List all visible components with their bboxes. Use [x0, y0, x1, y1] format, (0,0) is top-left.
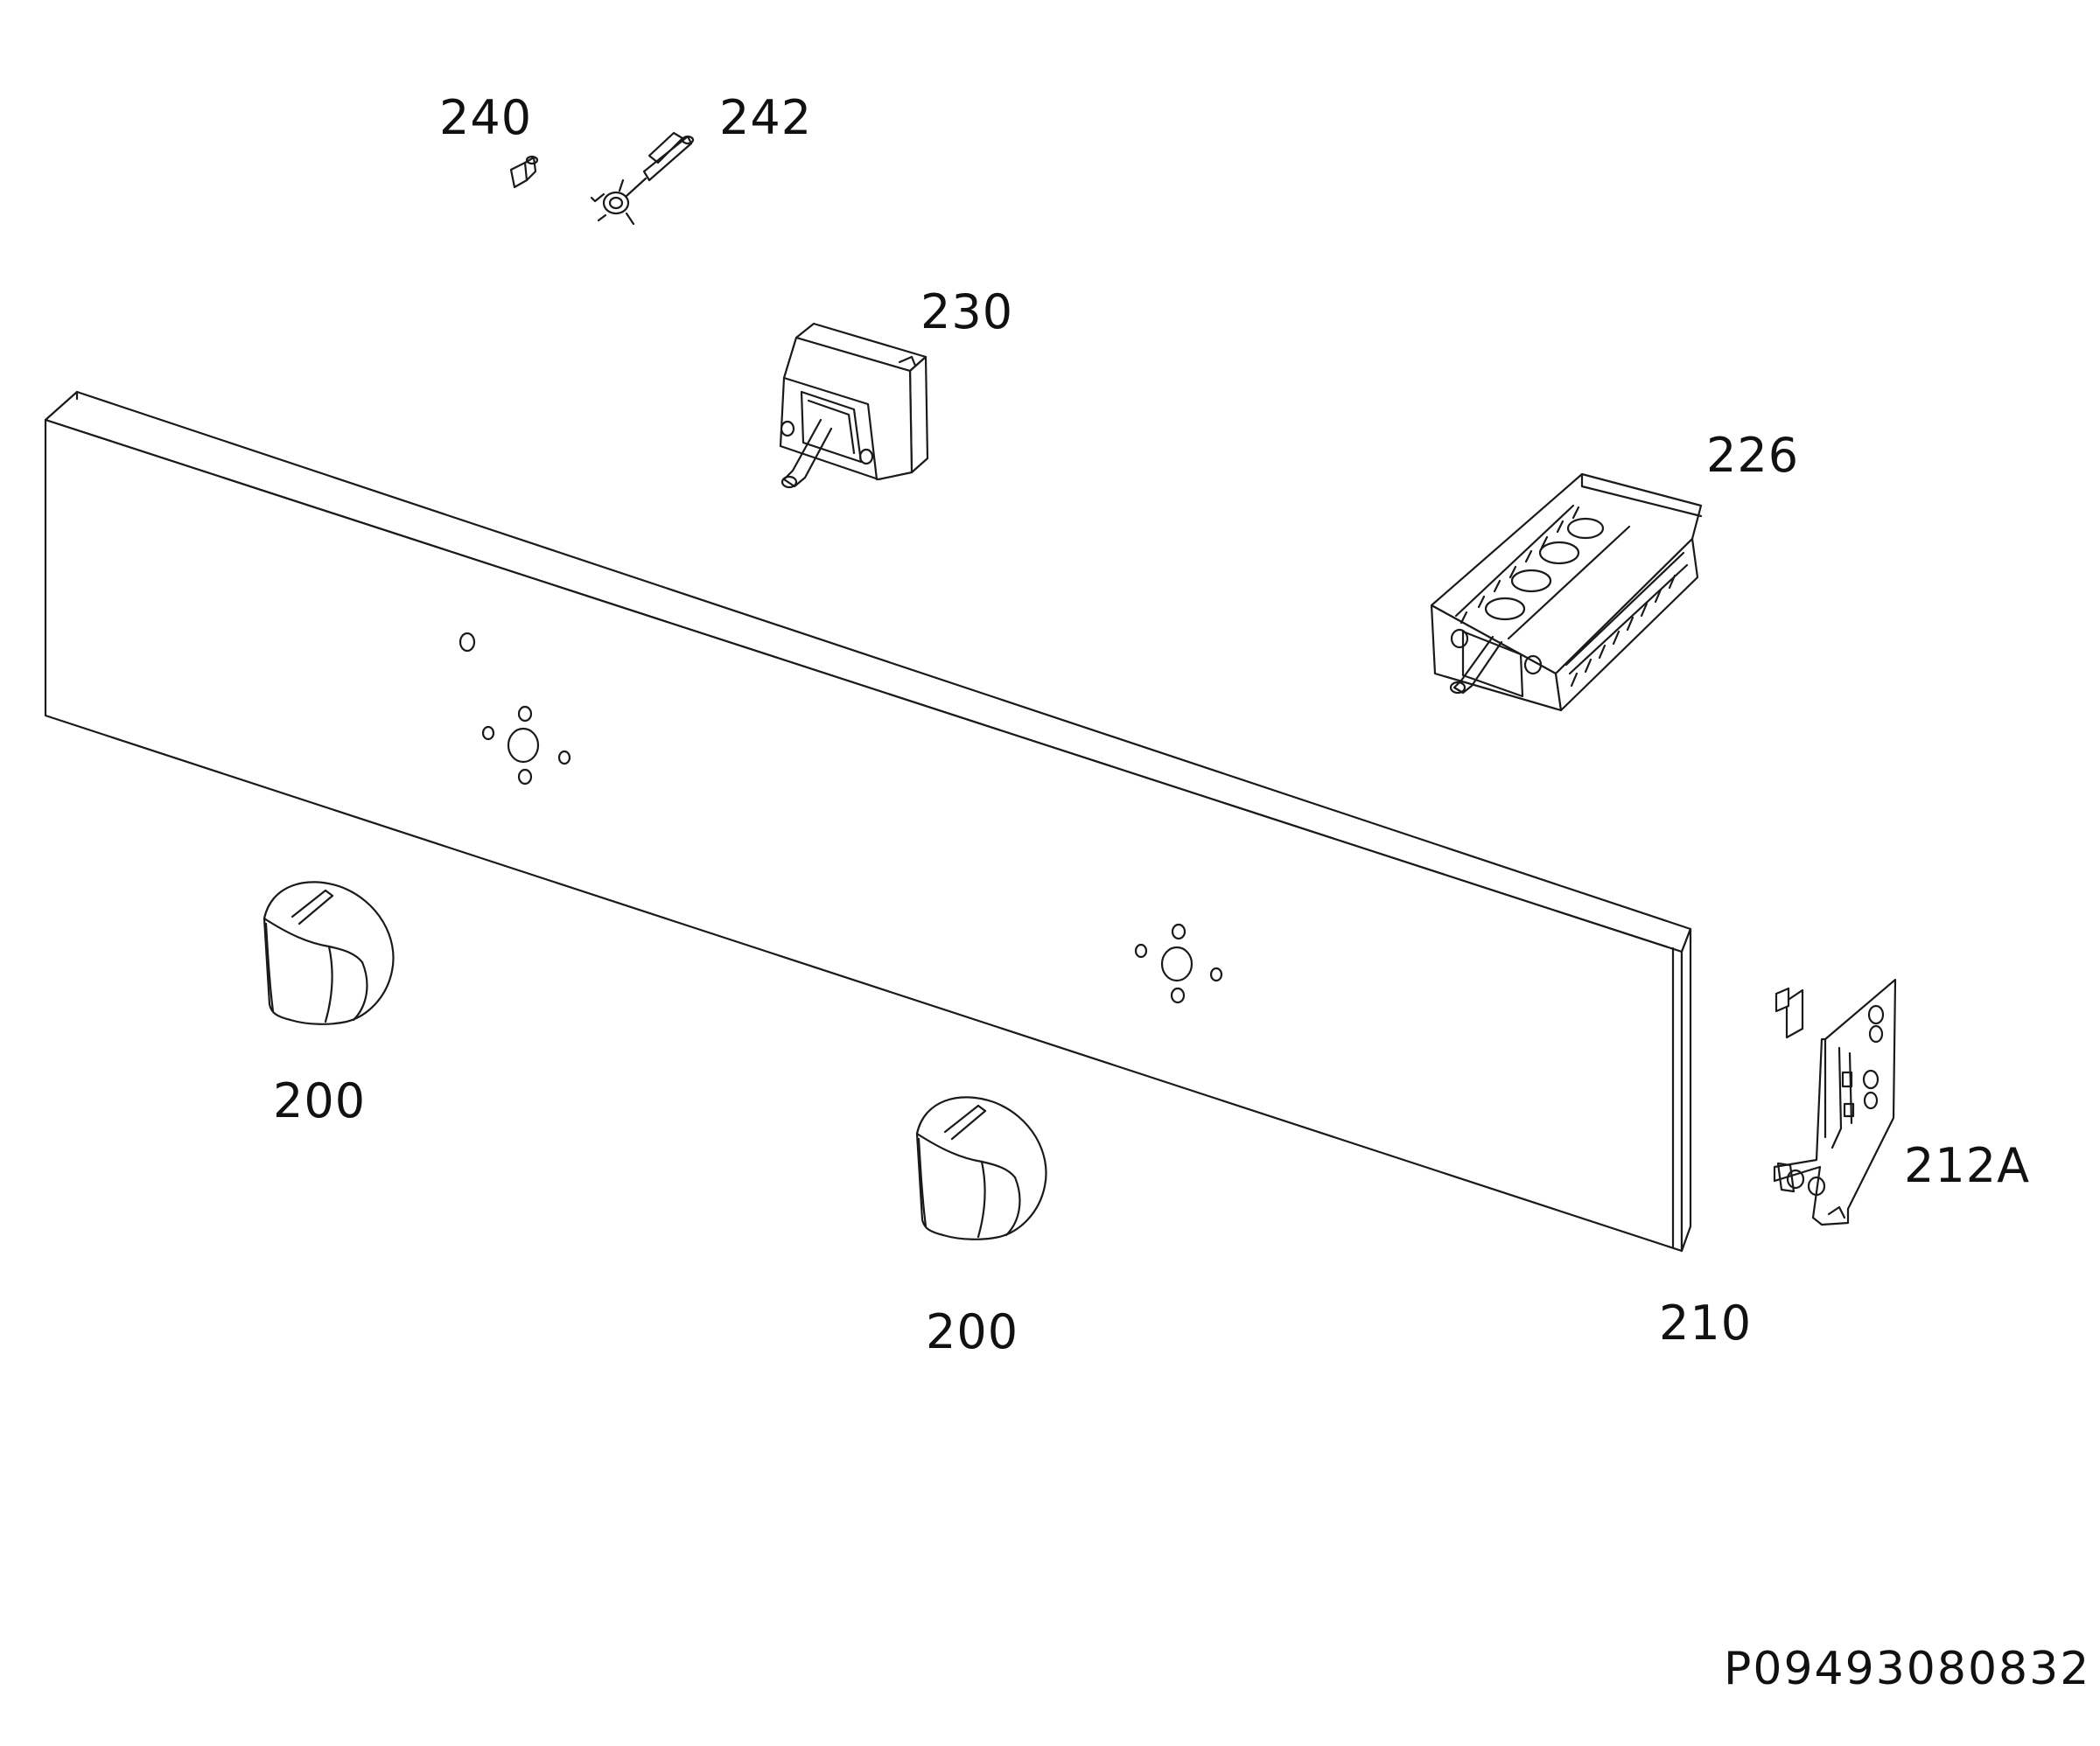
control-panel-210 [46, 392, 1690, 1251]
panel-hole-pattern-right [1136, 925, 1222, 1002]
part-number-200-right: 200 [926, 1304, 1019, 1359]
thermostat-230 [780, 324, 928, 487]
part-number-226: 226 [1706, 428, 1800, 483]
selector-switch-226 [1432, 474, 1701, 710]
part-number-210: 210 [1659, 1296, 1753, 1351]
part-number-230: 230 [920, 284, 1014, 339]
drawing-reference-code: P09493080832 [1724, 1643, 2091, 1695]
pin-240 [511, 157, 537, 187]
part-number-212A: 212A [1904, 1138, 2031, 1193]
bracket-212A [1774, 980, 1895, 1225]
control-knob-200-right [917, 1097, 1046, 1239]
panel-hole-pattern-left [483, 707, 570, 784]
panel-hole [460, 633, 474, 651]
spring-pin-242 [592, 133, 693, 224]
part-number-200-left: 200 [273, 1073, 367, 1128]
control-knob-200-left [264, 882, 394, 1023]
part-number-242: 242 [719, 90, 813, 145]
part-number-240: 240 [439, 90, 533, 145]
